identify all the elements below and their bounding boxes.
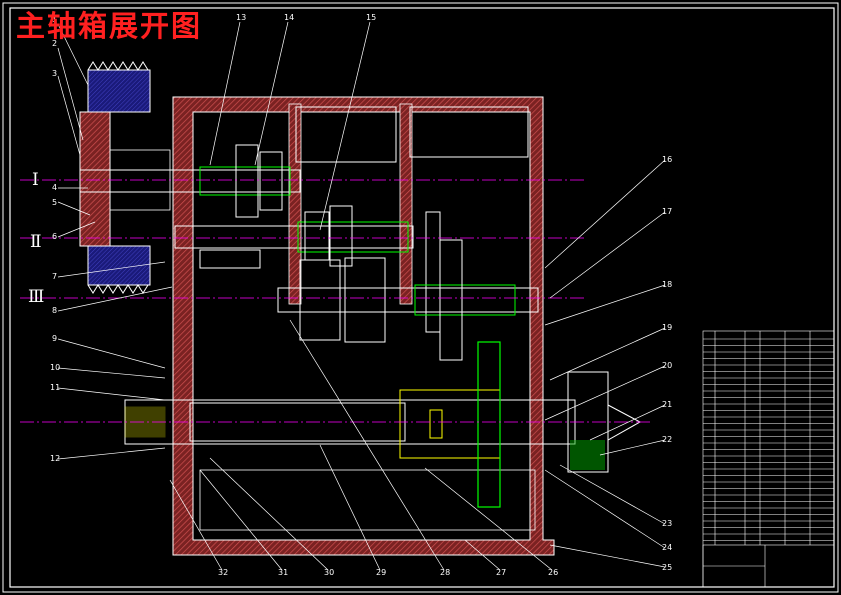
housing — [172, 96, 555, 556]
callout-left: 9 — [52, 334, 57, 343]
callout-left: 5 — [52, 198, 57, 207]
shaft-label-3: Ⅲ — [28, 287, 45, 307]
callout-left: 1 — [52, 15, 57, 24]
page-title: 主轴箱展开图 — [16, 9, 203, 43]
callout-left: 11 — [50, 383, 60, 392]
callout-right: 21 — [662, 400, 672, 409]
callout-left: 6 — [52, 232, 57, 241]
callout-right: 16 — [662, 155, 672, 164]
callout-bottom: 32 — [218, 568, 228, 577]
shaft-3 — [277, 239, 539, 361]
callout-right: 19 — [662, 323, 672, 332]
leader-lines — [57, 21, 666, 571]
callout-bottom: 28 — [440, 568, 450, 577]
center-lines — [20, 179, 650, 423]
callout-right: 23 — [662, 519, 672, 528]
shaft-label-2: Ⅱ — [30, 232, 42, 252]
callout-top: 15 — [366, 13, 376, 22]
callout-right: 22 — [662, 435, 672, 444]
callout-top: 14 — [284, 13, 294, 22]
callout-left: 4 — [52, 183, 57, 192]
callout-top: 13 — [236, 13, 246, 22]
shaft-label-1: Ⅰ — [32, 170, 39, 190]
callout-left: 7 — [52, 272, 57, 281]
callout-right: 18 — [662, 280, 672, 289]
pulley — [79, 61, 151, 294]
callout-left: 10 — [50, 363, 60, 372]
parts-list-table — [702, 330, 835, 588]
callout-bottom: 27 — [496, 568, 506, 577]
inner-frame — [9, 7, 835, 588]
callouts: 1 2 3 4 5 6 7 8 9 10 11 12 13 14 15 16 1… — [50, 13, 672, 577]
callout-right: 25 — [662, 563, 672, 572]
spindle — [124, 341, 642, 508]
callout-left: 12 — [50, 454, 60, 463]
callout-left: 3 — [52, 69, 57, 78]
callout-bottom: 31 — [278, 568, 288, 577]
callout-bottom: 29 — [376, 568, 386, 577]
callout-right: 17 — [662, 207, 672, 216]
callout-right: 24 — [662, 543, 672, 552]
callout-bottom: 26 — [548, 568, 558, 577]
callout-left: 2 — [52, 39, 57, 48]
callout-bottom: 30 — [324, 568, 334, 577]
callout-right: 20 — [662, 361, 672, 370]
callout-left: 8 — [52, 306, 57, 315]
